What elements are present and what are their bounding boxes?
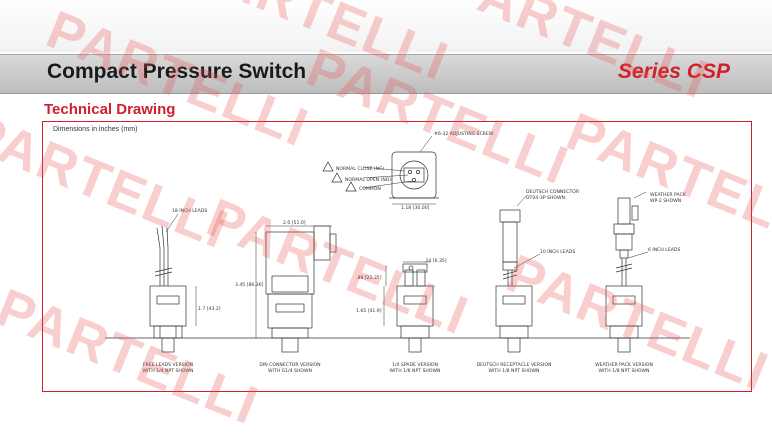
- pinout-body: [391, 151, 437, 199]
- deutsch-connector-label: DEUTSCH CONNECTOR: [526, 189, 580, 195]
- weather-pack-model-label: WP-2 SHOWN: [650, 198, 681, 204]
- switch-window: [502, 295, 526, 305]
- top-strip: [0, 0, 772, 52]
- thread: [507, 337, 521, 353]
- view-caption-line2: WITH 1/8 NPT SHOWN: [489, 368, 540, 374]
- series-label: Series CSP: [617, 60, 730, 83]
- terminal-block: [402, 263, 428, 273]
- switch-body: [267, 293, 313, 329]
- pin-common: [412, 178, 416, 182]
- deutsch-leads-length-label: 10 INCH LEADS: [540, 249, 575, 255]
- terminal-pinout-detail: [362, 135, 439, 205]
- warning-icon: [345, 181, 357, 192]
- hex-fitting: [400, 325, 430, 339]
- pin-nc: [408, 170, 412, 174]
- din-width-dimension: 2.0 [51.0]: [283, 220, 306, 226]
- normal-open-label: NORMAL OPEN (NO): [345, 177, 391, 183]
- din-height-dimension: 3.45 [86.36]: [235, 282, 264, 288]
- thread: [161, 337, 175, 353]
- view-caption-line1: DIN CONNECTOR VERSION: [259, 362, 320, 368]
- dimensions-note: Dimensions in inches (mm): [53, 126, 138, 133]
- technical-drawing: #6-32 ADJUSTING SCREW NORMAL CLOSE (NC) …: [105, 131, 690, 374]
- weather-pack-connector: [617, 197, 631, 225]
- switch-window: [156, 295, 180, 305]
- switch-body: [149, 285, 187, 327]
- view-caption-line1: 1/4 SPADE VERSION: [392, 362, 438, 368]
- warning-triangles: [322, 161, 357, 192]
- view-caption-line1: DEUTSCH RECEPTACLE VERSION: [477, 362, 552, 368]
- section-title: Technical Drawing: [44, 101, 176, 118]
- leads-leader: [513, 253, 541, 269]
- leads-leader: [165, 213, 179, 233]
- switch-body: [605, 285, 643, 327]
- thread: [408, 337, 422, 353]
- page-title: Compact Pressure Switch: [47, 60, 307, 83]
- din-connector-view: [255, 225, 337, 353]
- adjusting-screw-label: #6-32 ADJUSTING SCREW: [434, 131, 494, 137]
- spade-height-dimension: .88 [22.35]: [356, 275, 382, 281]
- view-caption-line2: WITH 1/8 NPT SHOWN: [599, 368, 650, 374]
- spade-view: [383, 261, 434, 353]
- view-caption-line2: WITH 1/4 NPT SHOWN: [143, 368, 194, 374]
- free-height-dimension: 1.7 [43.2]: [198, 306, 221, 312]
- spade-terminal: [416, 269, 426, 287]
- switch-window: [403, 295, 427, 305]
- deutsch-model-label: DT04-3P SHOWN: [526, 195, 565, 201]
- base-dimension-label: 1.18 [30.00]: [401, 205, 430, 211]
- switch-window: [275, 303, 305, 313]
- view-caption-line1: WEATHER PACK VERSION: [595, 362, 653, 368]
- screw-leader: [419, 135, 433, 153]
- free-leads-view: [149, 213, 197, 353]
- weather-leads-length-label: 6 INCH LEADS: [648, 247, 680, 253]
- view-caption-line1: FREE LEADS VERSION: [143, 362, 193, 368]
- free-leads-length-label: 18 INCH LEADS: [172, 208, 207, 214]
- hex-fitting: [609, 325, 639, 339]
- hex-fitting: [499, 325, 529, 339]
- din-cable-gland: [313, 225, 331, 261]
- switch-window: [612, 295, 636, 305]
- common-label: COMMON: [359, 186, 381, 192]
- pin-no: [416, 170, 420, 174]
- weather-pack-label: WEATHER PACK: [650, 192, 687, 198]
- switch-body: [396, 285, 434, 327]
- terminal-hole: [408, 265, 414, 271]
- leads-leader: [627, 251, 649, 259]
- thread: [281, 337, 299, 353]
- weather-pack-view: [605, 191, 649, 353]
- spade-width-dimension: .24 [6.35]: [424, 258, 447, 264]
- warning-icon: [331, 172, 343, 183]
- lead-ends: [156, 225, 169, 249]
- view-caption-line2: WITH 1/8 NPT SHOWN: [390, 368, 441, 374]
- view-caption-line2: WITH G1/4 SHOWN: [268, 368, 312, 374]
- din-connector: [265, 231, 315, 295]
- connector-leader: [633, 191, 647, 199]
- hex-fitting: [271, 327, 309, 339]
- connector-leader: [516, 195, 527, 207]
- spade-terminal: [404, 269, 414, 287]
- thread: [617, 337, 631, 353]
- switch-body: [495, 285, 533, 327]
- hex-fitting: [153, 325, 183, 339]
- spade-body-dimension: 1.65 [41.9]: [356, 308, 382, 314]
- normal-close-label: NORMAL CLOSE (NC): [336, 166, 384, 172]
- deutsch-connector: [502, 221, 518, 263]
- deutsch-view: [495, 195, 541, 353]
- deutsch-connector-head: [499, 209, 521, 223]
- warning-icon: [322, 161, 334, 172]
- title-bar: [0, 54, 772, 94]
